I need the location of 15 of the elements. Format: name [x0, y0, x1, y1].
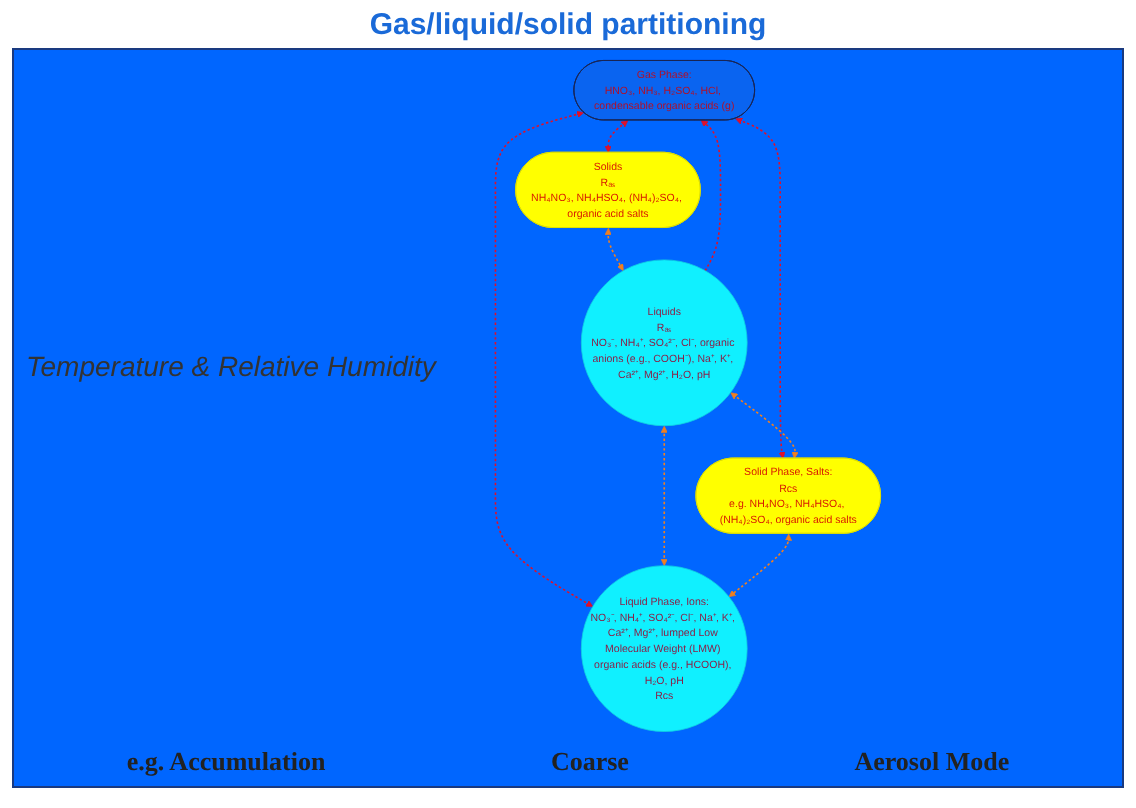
arrow [604, 227, 624, 271]
arrow [735, 117, 786, 459]
node-circle [580, 259, 748, 427]
arrow [730, 392, 799, 459]
arrow [604, 120, 629, 153]
mode-label: Coarse [550, 746, 629, 778]
arrow [494, 110, 594, 607]
mode-label: e.g. Accumulation [126, 746, 326, 778]
diagram-title: Gas/liquid/solid partitioning [369, 8, 767, 42]
condition-label: Temperature & Relative Humidity [26, 350, 436, 382]
arrow [700, 120, 722, 272]
arrow [728, 533, 793, 598]
mode-label: Aerosol Mode [854, 746, 1010, 778]
node-circle [580, 565, 748, 732]
arrow [660, 425, 668, 566]
